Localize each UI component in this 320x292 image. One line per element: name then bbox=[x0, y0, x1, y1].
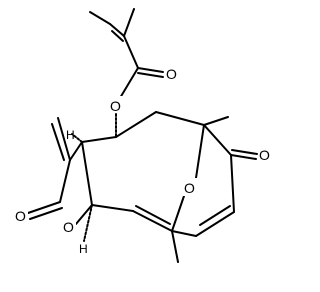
atom-o-ester: O bbox=[110, 98, 121, 114]
atom-o-bridge: O bbox=[184, 180, 195, 196]
atom-o-ketone: O bbox=[259, 147, 270, 163]
ester-side-chain bbox=[89, 8, 164, 99]
structure-canvas: O O O bbox=[14, 8, 272, 263]
ring-skeleton bbox=[81, 111, 235, 263]
atom-o-lactone-ring: O bbox=[63, 219, 74, 235]
atom-h-top: H bbox=[66, 128, 75, 142]
atom-h-bottom: H bbox=[79, 242, 88, 256]
atom-o-lactone-carbonyl: O bbox=[15, 208, 26, 224]
atom-o-carbonyl-top: O bbox=[166, 66, 177, 82]
molecule-drawing: O O O bbox=[14, 8, 272, 263]
lactone-ring bbox=[27, 117, 93, 225]
